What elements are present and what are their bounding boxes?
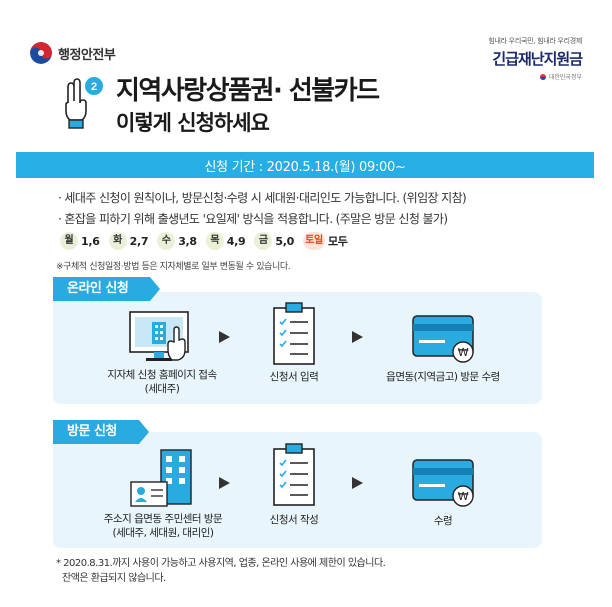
- step-label: 수령: [433, 515, 453, 527]
- notes: · 세대주 신청이 원칙이나, 방문신청·수령 시 세대원·대리인도 가능합니다…: [58, 188, 467, 230]
- online-step-homepage: 지자체 신청 홈페이지 접속 (세대주): [92, 306, 232, 396]
- weekday-schedule: 월 1,6 화 2,7 수 3,8 목 4,9 금 5,0 토일 모두: [60, 232, 354, 250]
- bottom-note-line: 잔액은 환급되지 않습니다.: [62, 573, 166, 584]
- day-chip-weekend: 토일: [302, 232, 325, 250]
- day-chip-mon: 월: [60, 232, 78, 250]
- building-idcard-icon: [88, 448, 238, 512]
- svg-text:₩: ₩: [458, 346, 469, 359]
- step-label: 지자체 신청 홈페이지 접속: [107, 369, 217, 381]
- page-subtitle: 이렇게 신청하세요: [116, 111, 270, 135]
- ministry-logo: 행정안전부: [30, 42, 116, 64]
- day-chip-tue: 화: [108, 232, 127, 250]
- day-digits: 4,9: [226, 234, 246, 248]
- visit-tag: 방문 신청: [53, 420, 149, 444]
- day-digits: 1,6: [81, 234, 100, 248]
- card-won-icon: ₩: [378, 310, 508, 370]
- clipboard-checklist-icon: [246, 441, 342, 513]
- day-chip-wed: 수: [157, 232, 176, 250]
- step-label: 신청서 입력: [269, 371, 319, 383]
- application-period-bar: 신청 기간 : 2020.5.18.(월) 09:00~: [16, 152, 594, 178]
- brand-sub-text: 대한민국정부: [548, 74, 582, 81]
- day-digits: 모두: [327, 235, 348, 248]
- day-digits: 3,8: [178, 234, 197, 248]
- step-label-sub: (세대주): [144, 383, 180, 395]
- arrow-right-icon: [352, 477, 363, 489]
- page-title: 지역사랑상품권· 선불카드: [116, 76, 380, 106]
- step-label: 읍면동(지역금고) 방문 수령: [386, 371, 500, 383]
- schedule-note: ※구체적 신청일정·방법 등은 지자체별로 일부 변동될 수 있습니다.: [56, 262, 291, 272]
- day-digits: 2,7: [129, 234, 149, 248]
- step-label: 신청서 작성: [269, 514, 319, 526]
- visit-step-receive: ₩ 수령: [378, 454, 508, 528]
- online-step-receive: ₩ 읍면동(지역금고) 방문 수령: [378, 310, 508, 384]
- clipboard-checklist-icon: [246, 300, 342, 370]
- headline: 2 지역사랑상품권· 선불카드 이렇게 신청하세요: [60, 75, 380, 137]
- application-period-text: 신청 기간 : 2020.5.18.(월) 09:00~: [204, 159, 406, 175]
- online-step-form: 신청서 입력: [246, 300, 342, 384]
- brand-title: 긴급재난지원금: [492, 50, 583, 68]
- day-chip-thu: 목: [205, 232, 224, 250]
- bottom-note: * 2020.8.31.까지 사용이 가능하고 사용지역, 업종, 온라인 사용…: [56, 556, 386, 586]
- day-digits: 5,0: [275, 234, 294, 248]
- arrow-right-icon: [352, 331, 363, 343]
- step-label: 주소지 읍면동 주민센터 방문: [103, 513, 223, 525]
- government-emblem-icon: [539, 73, 546, 80]
- visit-step-center: 주소지 읍면동 주민센터 방문 (세대주, 세대원, 대리인): [88, 448, 238, 540]
- step-number: 2: [91, 81, 97, 93]
- note-item: · 세대주 신청이 원칙이나, 방문신청·수령 시 세대원·대리인도 가능합니다…: [58, 191, 467, 205]
- day-chip-fri: 금: [254, 232, 273, 250]
- card-won-icon: ₩: [378, 454, 508, 514]
- brand-block: 힘내라 우리국민, 힘내라 우리경제 긴급재난지원금 대한민국정부: [488, 36, 583, 81]
- note-item: · 혼잡을 피하기 위해 출생년도 '요일제' 방식을 적용합니다. (주말은 …: [58, 212, 448, 226]
- computer-click-icon: [92, 306, 232, 368]
- taegeuk-emblem-icon: [30, 42, 52, 64]
- arrow-right-icon: [219, 477, 230, 489]
- ministry-name: 행정안전부: [58, 47, 116, 63]
- step-label-sub: (세대주, 세대원, 대리인): [112, 527, 214, 539]
- brand-sub: 대한민국정부: [488, 72, 582, 81]
- online-tag: 온라인 신청: [53, 277, 161, 301]
- arrow-right-icon: [219, 331, 230, 343]
- brand-slogan: 힘내라 우리국민, 힘내라 우리경제: [488, 37, 582, 45]
- svg-text:₩: ₩: [458, 490, 469, 503]
- bottom-note-line: * 2020.8.31.까지 사용이 가능하고 사용지역, 업종, 온라인 사용…: [56, 558, 386, 569]
- visit-step-form: 신청서 작성: [246, 441, 342, 527]
- hand-two-fingers-icon: 2: [60, 75, 104, 137]
